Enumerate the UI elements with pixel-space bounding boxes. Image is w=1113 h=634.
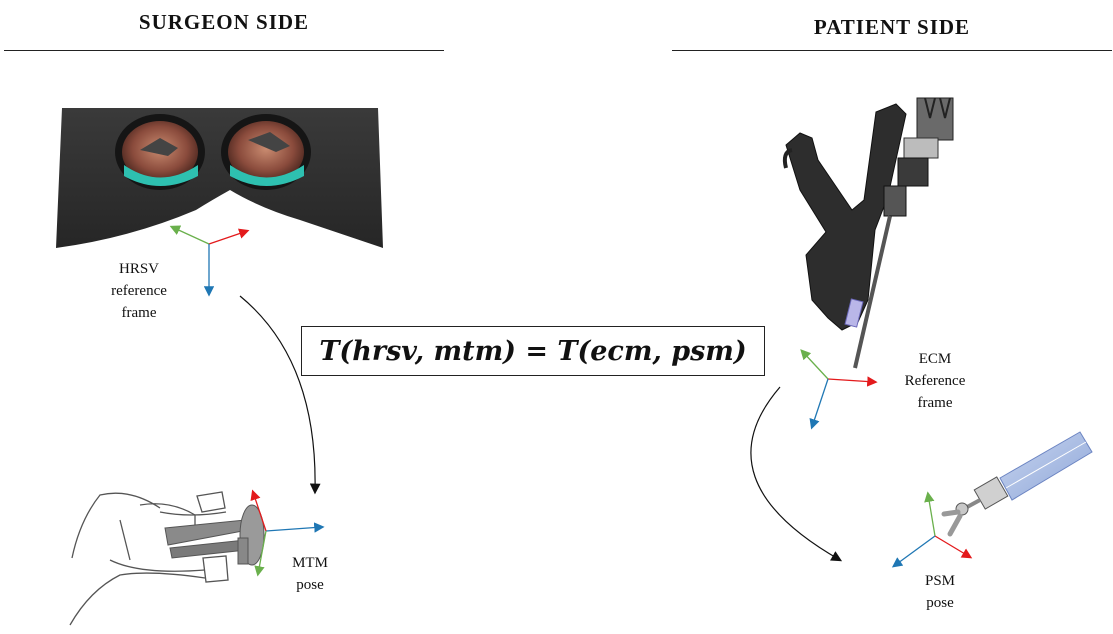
ecm-label: ECM Reference frame <box>890 348 980 414</box>
ecm-to-psm-arrow <box>750 386 843 562</box>
patient-side-heading: PATIENT SIDE <box>813 15 971 39</box>
mtm-label-line: pose <box>296 577 324 593</box>
mtm-hand-image <box>69 491 229 626</box>
ecm-label-line: ECM <box>918 351 952 367</box>
psm-label: PSM pose <box>910 570 970 614</box>
ecm-label-line: Reference <box>904 373 966 389</box>
mtm-label-line: MTM <box>292 555 328 571</box>
hrsv-label-line: frame <box>121 305 157 321</box>
psm-frame-axes <box>891 491 973 568</box>
hrsv-frame-axes <box>169 225 250 297</box>
ecm-frame-axes <box>800 349 878 430</box>
psm-label-line: PSM <box>924 573 956 589</box>
ecm-arm-image <box>782 97 954 369</box>
ecm-label-line: frame <box>917 395 953 411</box>
surgeon-side-rule <box>4 50 444 51</box>
psm-label-line: pose <box>926 595 954 611</box>
psm-instrument-image <box>941 431 1093 537</box>
patient-side-rule <box>672 50 1112 51</box>
mtm-label: MTM pose <box>280 552 340 596</box>
hrsv-label-line: HRSV <box>118 261 159 277</box>
hrsv-label-line: reference <box>111 283 167 299</box>
hrsv-label: HRSV reference frame <box>94 258 184 324</box>
hrsv-to-mtm-arrow <box>239 295 321 495</box>
mtm-frame-axes <box>250 489 325 577</box>
surgeon-side-heading: SURGEON SIDE <box>138 10 310 34</box>
mtm-gripper-image <box>164 504 265 566</box>
transform-equation: T(hrsv, mtm) = T(ecm, psm) <box>301 326 765 376</box>
hrsv-headset-image <box>56 108 383 248</box>
